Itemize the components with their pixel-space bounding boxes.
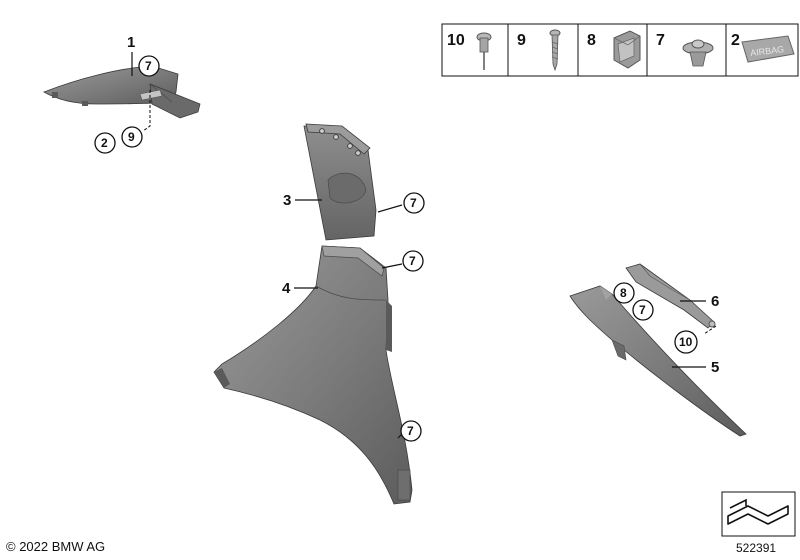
- part-3-pillar-cover: [303, 123, 377, 241]
- blind-rivet-icon: [476, 32, 492, 70]
- svg-text:1: 1: [127, 34, 135, 51]
- part-6-bracket: [625, 263, 716, 329]
- part-4-b-pillar-trim: [213, 245, 413, 505]
- legend-num-8: 8: [587, 32, 596, 49]
- svg-text:8: 8: [620, 286, 627, 300]
- callout-5-6: 6 8 7 10 5: [613, 282, 719, 376]
- svg-text:2: 2: [101, 136, 108, 150]
- part-1-trim-panel: [43, 65, 201, 119]
- callout-4: 4 7 7: [282, 250, 424, 442]
- svg-text:4: 4: [282, 280, 291, 297]
- svg-text:9: 9: [128, 130, 135, 144]
- legend-num-2: 2: [731, 32, 740, 49]
- airbag-badge-icon: AIRBAG: [741, 35, 795, 63]
- svg-text:7: 7: [410, 196, 417, 210]
- svg-text:7: 7: [407, 424, 414, 438]
- callout-1: 1 7 2 9: [94, 34, 160, 154]
- expanding-rivet-icon: [682, 39, 714, 67]
- svg-text:7: 7: [639, 303, 646, 317]
- airbag-badge-text: AIRBAG: [750, 44, 785, 58]
- fastener-legend: 10 9 8 7 2 AIRBA: [441, 23, 799, 77]
- screw-icon: [549, 29, 561, 72]
- legend-num-9: 9: [517, 32, 526, 49]
- view-orientation-icon: [721, 491, 796, 537]
- part-5-sill-trim: [569, 285, 747, 437]
- legend-num-10: 10: [447, 32, 465, 49]
- svg-text:7: 7: [409, 254, 416, 268]
- clip-nut-icon: [613, 30, 641, 69]
- callout-3: 3 7: [283, 192, 425, 214]
- svg-text:5: 5: [711, 359, 719, 376]
- svg-text:10: 10: [679, 335, 693, 349]
- legend-num-7: 7: [656, 32, 665, 49]
- copyright-text: © 2022 BMW AG: [6, 539, 106, 554]
- svg-text:7: 7: [145, 59, 152, 73]
- svg-text:6: 6: [711, 293, 719, 310]
- diagram-id: 522391: [736, 541, 777, 555]
- svg-text:3: 3: [283, 192, 291, 209]
